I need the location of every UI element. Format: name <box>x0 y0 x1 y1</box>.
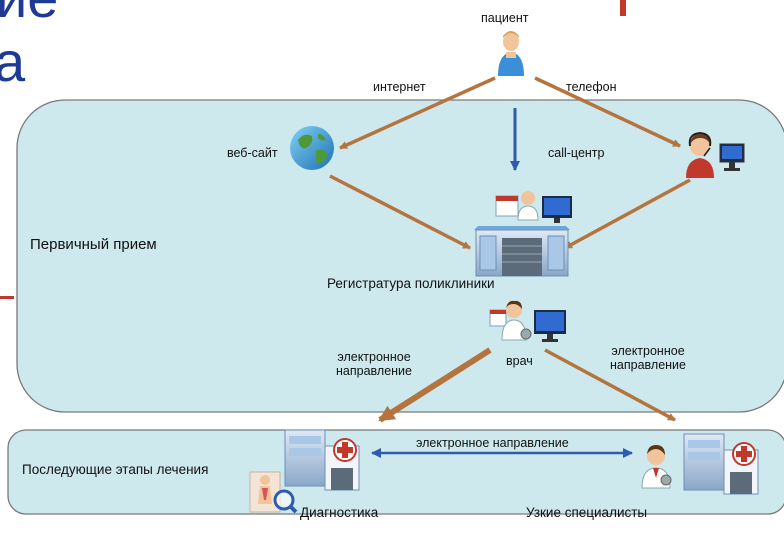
registry-label: Регистратура поликлиники <box>327 276 495 291</box>
call-center-operator-icon <box>686 131 745 178</box>
arrow-website-registry <box>329 174 471 250</box>
e-referral-bottom-label: электронное направление <box>416 436 569 450</box>
diagnostics-label: Диагностика <box>300 505 379 520</box>
side-accent-mark <box>0 296 14 299</box>
hospital-icon <box>284 429 360 491</box>
patient-icon <box>498 31 524 76</box>
title-accent-mark <box>620 0 626 16</box>
phone-label: телефон <box>566 80 617 94</box>
arrow-internet <box>339 76 496 150</box>
e-referral-left-line2: направление <box>336 364 412 379</box>
e-referral-left-label: электронное направление <box>326 350 422 379</box>
specialist-doctor-icon <box>641 445 672 489</box>
e-referral-right-label: электронное направление <box>600 344 696 373</box>
registry-building-icon <box>474 191 572 277</box>
call-center-label: call-центр <box>548 146 605 160</box>
primary-reception-label: Первичный прием <box>30 236 157 253</box>
e-referral-right-line2: направление <box>610 358 686 373</box>
slide-title-fragment: ие <box>0 0 58 26</box>
internet-label: интернет <box>373 80 426 94</box>
globe-icon <box>290 126 334 170</box>
arrow-doctor-diagnostics <box>378 347 492 423</box>
arrow-phone <box>534 76 681 148</box>
next-stages-label: Последующие этапы лечения <box>22 462 209 477</box>
doctor-label: врач <box>506 354 533 368</box>
website-label: веб-сайт <box>227 146 278 160</box>
hospital-icon-right <box>683 433 759 495</box>
arrow-doctor-specialists <box>544 348 676 422</box>
diagnostics-icon <box>249 471 298 514</box>
primary-reception-panel <box>16 99 784 413</box>
e-referral-left-line1: электронное <box>337 350 411 364</box>
e-referral-right-line1: электронное <box>611 344 685 358</box>
doctor-workstation-icon <box>489 300 566 342</box>
arrow-call-registry <box>564 178 691 250</box>
specialists-label: Узкие специалисты <box>526 505 648 520</box>
slide-title-fragment-2: а <box>0 30 26 93</box>
patient-label: пациент <box>481 11 529 25</box>
